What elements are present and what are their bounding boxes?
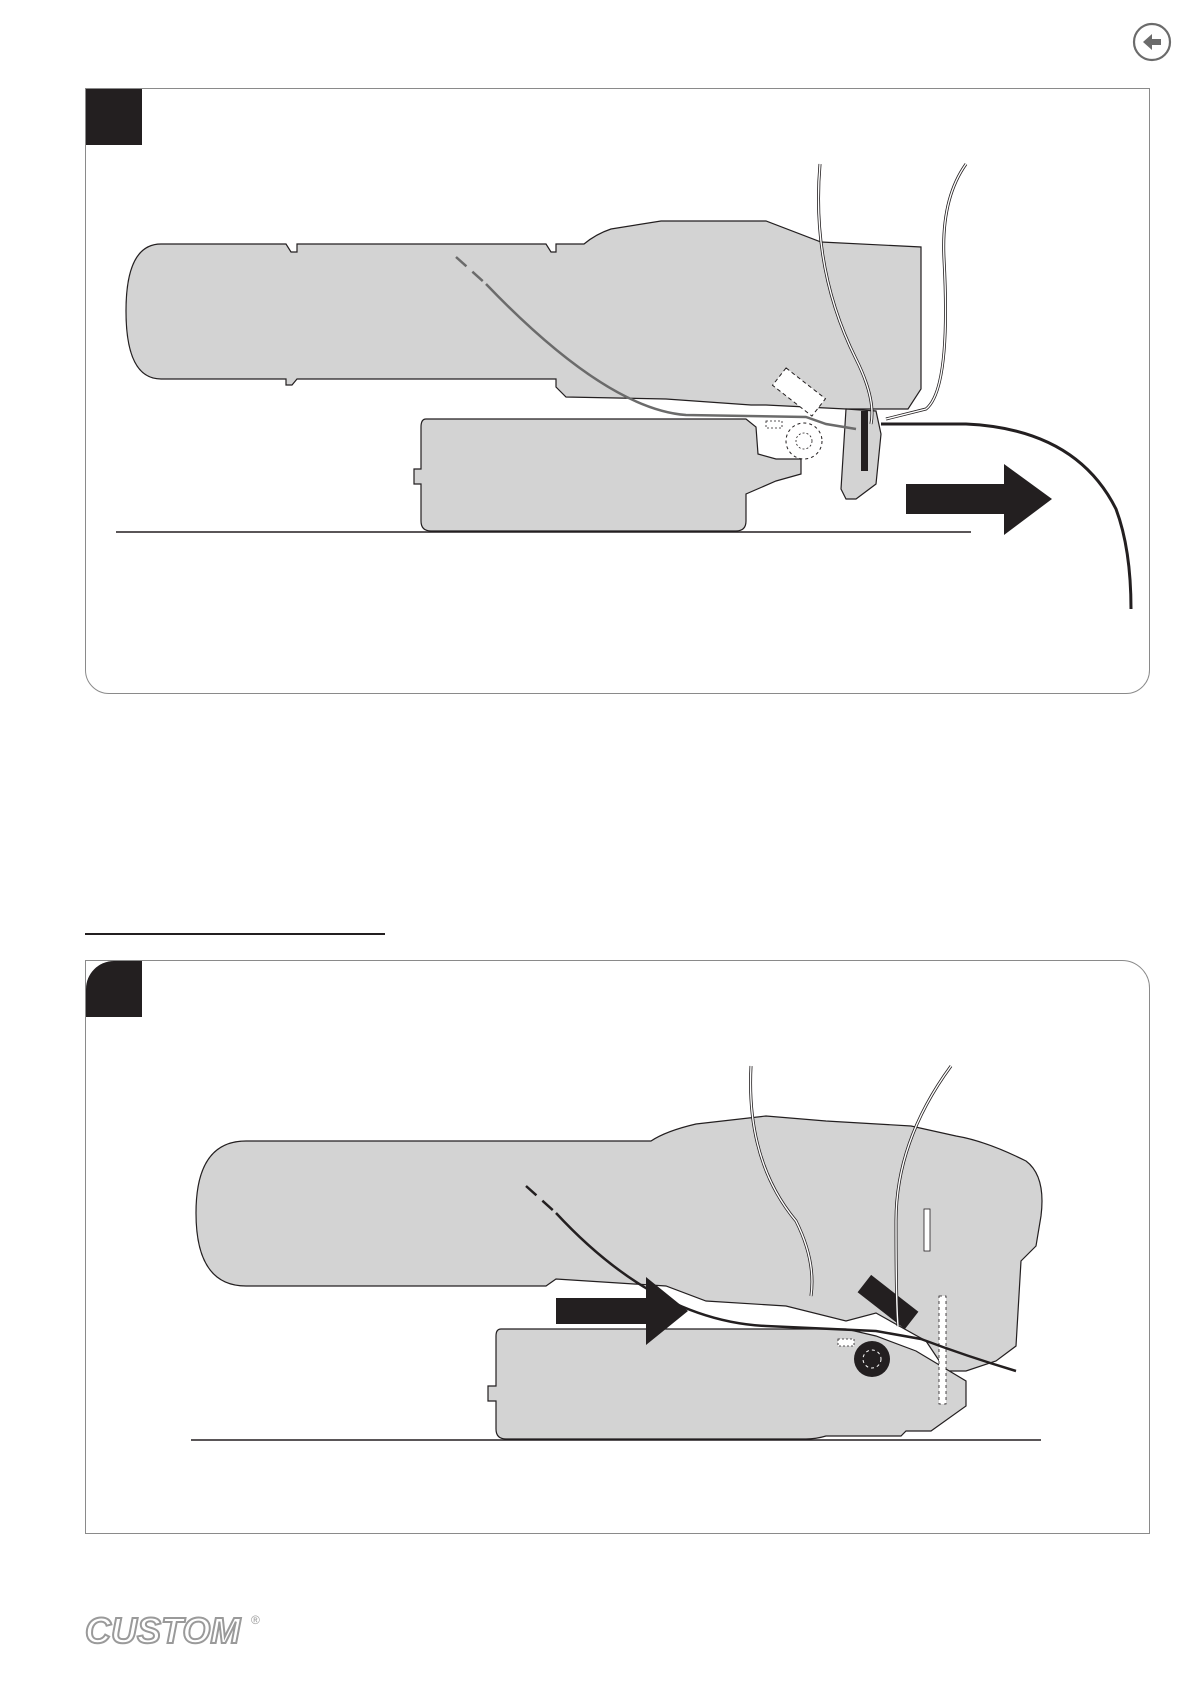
figure-panel-1 xyxy=(85,88,1150,694)
platen-roller xyxy=(786,423,822,459)
feed-arrow-right xyxy=(906,464,1052,535)
brand-logo-text: CUSTOM xyxy=(85,1610,241,1650)
paper-sensor xyxy=(766,421,782,428)
figure-panel-2 xyxy=(85,960,1150,1534)
back-button[interactable] xyxy=(1132,22,1172,62)
registered-mark: ® xyxy=(251,1613,260,1627)
printer-diagram-1 xyxy=(86,89,1151,695)
cutter-blade xyxy=(861,411,868,471)
brand-logo: CUSTOM ® xyxy=(85,1610,265,1650)
printer-base xyxy=(414,419,801,531)
cutter-slot xyxy=(924,1209,930,1251)
arrow-left-circle-icon xyxy=(1134,24,1170,60)
platen-roller xyxy=(854,1341,890,1377)
paper-sensor-bar xyxy=(939,1296,946,1404)
section-rule xyxy=(85,933,385,935)
printer-diagram-2 xyxy=(86,961,1151,1535)
printer-base xyxy=(488,1329,966,1439)
paper-sensor xyxy=(838,1339,854,1346)
